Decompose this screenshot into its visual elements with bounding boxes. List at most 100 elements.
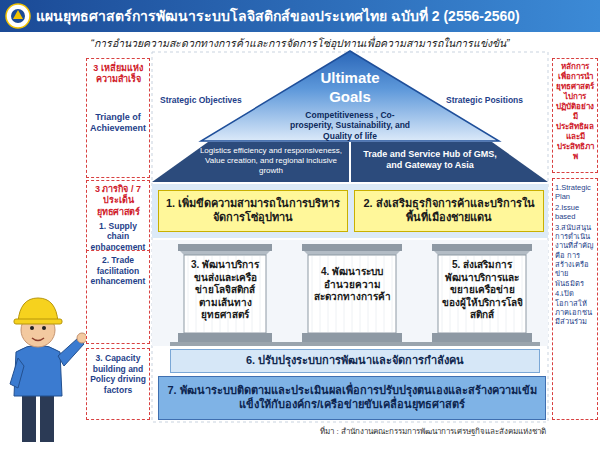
pillar-backdrop (152, 240, 548, 346)
pillar-floor (170, 342, 540, 346)
objective-band-text: Logistics efficiency and responsiveness,… (196, 146, 346, 176)
strategy-box: 1. เพิ่มขีดความสามารถในการบริหารจัดการโซ… (158, 190, 348, 232)
objective-band: Logistics efficiency and responsiveness,… (152, 142, 350, 182)
pillar-shaft (438, 255, 526, 333)
hard-hat-brim (14, 319, 62, 324)
position-band-text: Trade and Service Hub of GMS, and Gatewa… (356, 149, 504, 172)
side-heading: Strategic Objectives (160, 95, 256, 105)
side-label-box: 2. Trade facilitation enhancement (86, 250, 150, 344)
text-holder: 2. ส่งเสริมธุรกิจการค้าและบริการในพื้นที… (355, 194, 543, 228)
text-holder: หลักการเพื่อการนำยุทธศาสตร์ไปการปฏิบัติอ… (553, 59, 597, 165)
side-label-box-text: 3. Capacity building and Policy driving … (89, 353, 147, 396)
pillar-flute (522, 256, 523, 332)
pillar-base (432, 333, 532, 342)
worker-leg (22, 392, 36, 442)
side-label-box-text: Triangle of Achievement (89, 112, 147, 135)
text-holder: 7. พัฒนาระบบติดตามและประเมินผลเพื่อการปร… (159, 381, 545, 415)
text-holder: Trade and Service Hub of GMS, and Gatewa… (350, 142, 548, 172)
strategy-box-text: 2. ส่งเสริมธุรกิจการค้าและบริการในพื้นที… (361, 197, 537, 225)
strategy-pillar: 5. ส่งเสริมการพัฒนาบริการและขยายเครือข่า… (432, 244, 532, 342)
principle-box-text: หลักการเพื่อการนำยุทธศาสตร์ไปการปฏิบัติอ… (555, 62, 595, 162)
text-holder: 1. เพิ่มขีดความสามารถในการบริหารจัดการโซ… (159, 194, 347, 228)
pillar-shaft (308, 255, 396, 333)
logo-core (11, 9, 25, 23)
goal-triangle-node-text: Competitiveness , Co-prosperity, Sustain… (286, 110, 414, 142)
text-holder: 2. Trade facilitation enhancement (87, 251, 149, 291)
text-holder: 1.Strategic Plan2.Issue based3.สนับสนุนก… (553, 179, 597, 330)
diagram-frame (152, 52, 548, 422)
subtitle-holder: “การอำนวยความสะดวกทางการค้าและการจัดการโ… (30, 35, 570, 52)
title-text: แผนยุทธศาสตร์การพัฒนาระบบโลจิสติกส์ของปร… (36, 5, 520, 27)
roof-band (351, 142, 548, 182)
pillar-capital (180, 251, 270, 255)
principle-list-text: 4.เปิดโอกาสให้ภาคเอกชนมีส่วนร่วม (555, 289, 595, 327)
pillar-capital (178, 244, 272, 251)
logo (6, 4, 30, 28)
position-band: Trade and Service Hub of GMS, and Gatewa… (350, 142, 548, 182)
text-holder: 5. ส่งเสริมการพัฒนาบริการและขยายเครือข่า… (432, 244, 532, 332)
principle-box: หลักการเพื่อการนำยุทธศาสตร์ไปการปฏิบัติอ… (552, 58, 598, 173)
strategy-box-text: 1. เพิ่มขีดความสามารถในการบริหารจัดการโซ… (165, 197, 341, 225)
strategy-pillar-text: 5. ส่งเสริมการพัฒนาบริการและขยายเครือข่า… (441, 259, 523, 322)
source-note: ที่มา : สำนักงานคณะกรรมการพัฒนาการเศรษฐก… (250, 425, 546, 438)
side-label-box-text: 3 ภารกิจ / 7 ประเด็นยุทธศาสตร์ (89, 184, 147, 218)
text-holder: 3 เหลี่ยมแห่งความสำเร็จ Triangle of Achie… (87, 59, 149, 138)
side-label-box: 3 ภารกิจ / 7 ประเด็นยุทธศาสตร์1. Supply … (86, 180, 150, 257)
pillar-shaft (184, 255, 266, 333)
pillar-base (178, 333, 272, 342)
pillar-base (302, 333, 402, 342)
worker-smile (32, 338, 44, 341)
strategy-bar: 7. พัฒนาระบบติดตามและประเมินผลเพื่อการปร… (158, 376, 546, 420)
mission-band (152, 184, 548, 238)
pillar-capital (304, 251, 400, 255)
worker-eye (42, 326, 46, 330)
side-label-box-text: 1. Supply chain enhancement (89, 221, 147, 253)
side-label-box-text: 3 เหลี่ยมแห่งความสำเร็จ (89, 63, 147, 86)
pillar-capital (434, 251, 530, 255)
strategy-pillar-text: 4. พัฒนาระบบอำนวยความสะดวกทางการค้า (311, 266, 393, 304)
goal-triangle-node-text: Ultimate Goals (310, 69, 390, 107)
side-label-box: 3 เหลี่ยมแห่งความสำเร็จ Triangle of Achie… (86, 58, 150, 178)
principle-list-text: 1.Strategic Plan (555, 183, 595, 202)
text-holder: Logistics efficiency and responsiveness,… (152, 142, 350, 176)
pillar-flute (442, 256, 443, 332)
side-heading: Strategic Positions (446, 95, 546, 105)
strategy-bar: 6. ปรับปรุงระบบการพัฒนาและจัดการกำลังคน (170, 349, 540, 373)
side-label-box: 3. Capacity building and Policy driving … (86, 348, 150, 420)
pillar-flute (260, 256, 261, 332)
text-holder: 4. พัฒนาระบบอำนวยความสะดวกทางการค้า (302, 244, 402, 314)
side-label-box-text: 2. Trade facilitation enhancement (89, 255, 147, 287)
text-holder: 6. ปรับปรุงระบบการพัฒนาและจัดการกำลังคน (171, 352, 539, 370)
pillar-capital (302, 244, 402, 251)
strategy-bar-text: 6. ปรับปรุงระบบการพัฒนาและจัดการกำลังคน (177, 354, 533, 368)
principle-list-text: 2.Issue based (555, 203, 595, 222)
text-holder: 3. พัฒนาบริการขนส่งและเครือข่ายโลจิสติกส… (178, 244, 272, 332)
source-note-holder: ที่มา : สำนักงานคณะกรรมการพัฒนาการเศรษฐก… (250, 425, 546, 438)
strategy-pillar: 4. พัฒนาระบบอำนวยความสะดวกทางการค้า (302, 244, 402, 342)
text-holder: 3 ภารกิจ / 7 ประเด็นยุทธศาสตร์1. Supply … (87, 181, 149, 256)
strategy-bar-text: 7. พัฒนาระบบติดตามและประเมินผลเพื่อการปร… (167, 384, 537, 412)
worker-arm (10, 358, 24, 388)
title-holder: แผนยุทธศาสตร์การพัฒนาระบบโลจิสติกส์ของปร… (36, 0, 596, 32)
pillar-flute (188, 256, 189, 332)
pillar-flute (312, 256, 313, 332)
text-holder: 3. Capacity building and Policy driving … (87, 349, 149, 400)
principle-list-text: 3.สนับสนุนการดำเนินงานที่สำคัญ คือ การสร… (555, 223, 595, 289)
pillar-flute (392, 256, 393, 332)
principle-list: 1.Strategic Plan2.Issue based3.สนับสนุนก… (552, 178, 598, 420)
title-banner (0, 0, 600, 32)
worker-cartoon (10, 298, 87, 442)
worker-leg (40, 392, 54, 442)
logo-mark (13, 10, 23, 19)
roof-band (152, 142, 349, 182)
strategy-pillar-text: 3. พัฒนาบริการขนส่งและเครือข่ายโลจิสติกส… (187, 259, 263, 322)
worker-eye (30, 326, 34, 330)
strategy-box: 2. ส่งเสริมธุรกิจการค้าและบริการในพื้นที… (354, 190, 544, 232)
hard-hat (18, 298, 58, 322)
subtitle: “การอำนวยความสะดวกทางการค้าและการจัดการโ… (30, 35, 570, 52)
side-heading-holder: Strategic Objectives (160, 95, 256, 105)
side-heading-holder: Strategic Positions (446, 95, 546, 105)
strategy-pillar: 3. พัฒนาบริการขนส่งและเครือข่ายโลจิสติกส… (178, 244, 272, 342)
pillar-capital (432, 244, 532, 251)
